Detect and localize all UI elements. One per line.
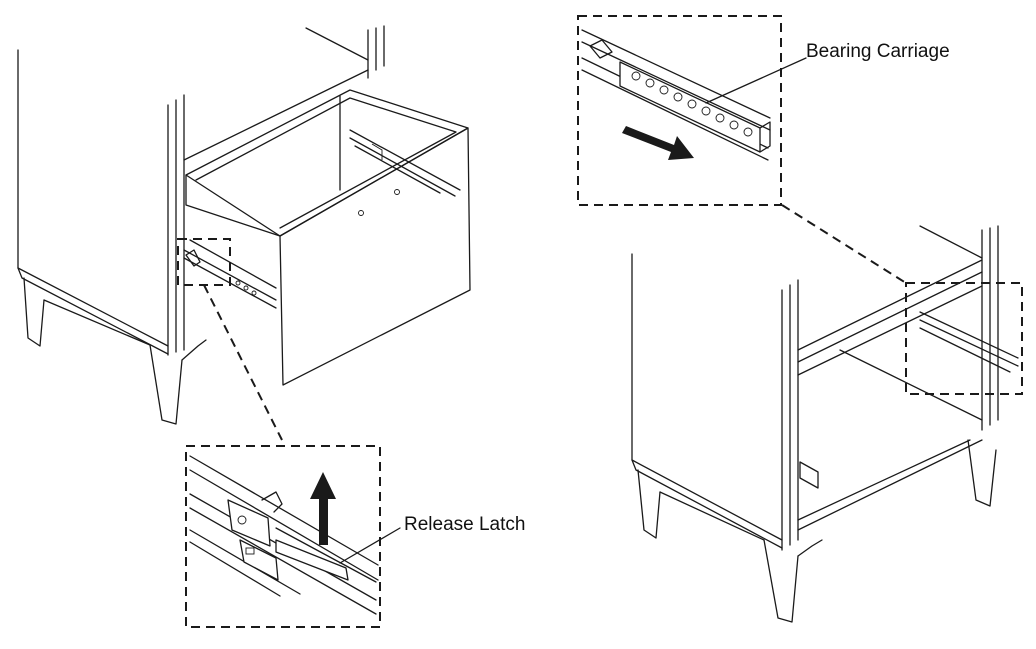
- left-cabinet-with-drawer: [17, 25, 471, 425]
- carriage-leader-line: [781, 204, 907, 284]
- carriage-highlight-box: [905, 282, 1023, 395]
- release-latch-zoom-box: [185, 445, 381, 628]
- latch-leader-line: [203, 284, 283, 441]
- arrow-right-down-icon: [622, 126, 694, 160]
- release-latch-leader: [339, 527, 401, 564]
- release-latch-label: Release Latch: [404, 514, 525, 535]
- right-cabinet-empty: [631, 225, 1019, 623]
- arrow-up-icon: [310, 472, 336, 545]
- release-latch-detail: [189, 455, 379, 615]
- bearing-carriage-leader: [705, 57, 807, 104]
- bearing-carriage-label: Bearing Carriage: [806, 41, 950, 62]
- bearing-carriage-detail: [581, 29, 771, 161]
